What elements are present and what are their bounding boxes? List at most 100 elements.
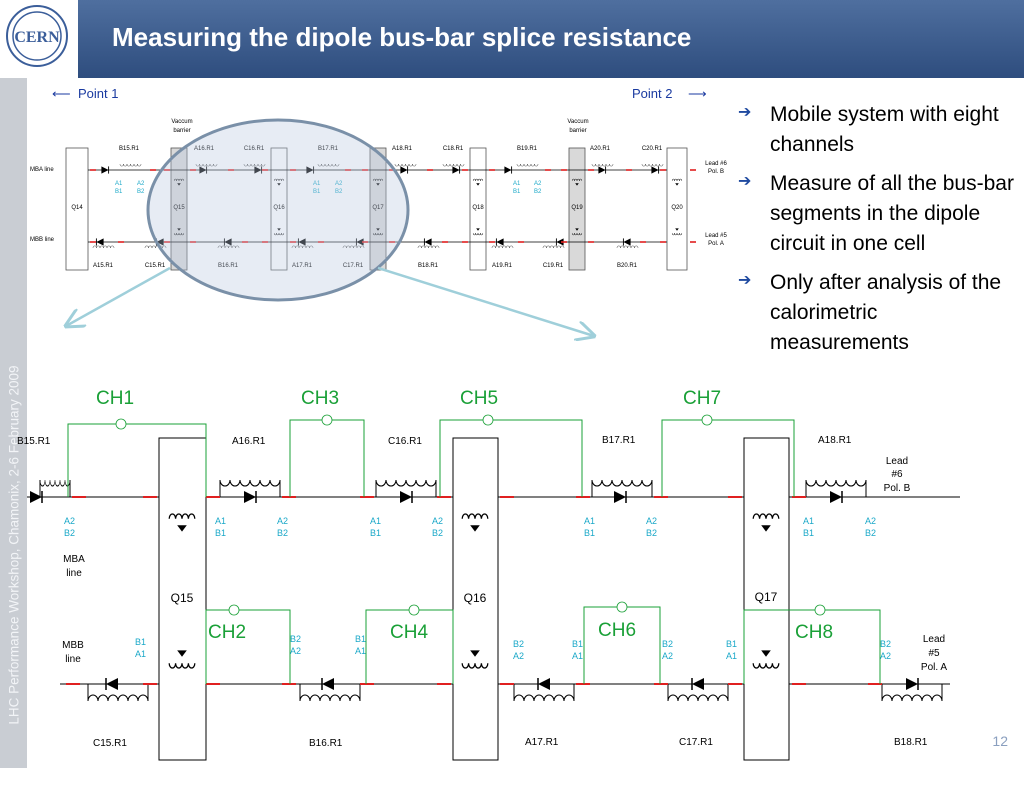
quad-box-q17-large: [743, 437, 790, 761]
top-mba-line-label: MBA line: [30, 167, 54, 173]
top-lead6-pol: Pol. B: [708, 169, 724, 175]
svg-text:#6: #6: [891, 469, 903, 480]
quad-box-q15-large: [158, 437, 207, 761]
svg-text:B2: B2: [432, 528, 443, 538]
svg-text:A1: A1: [355, 646, 366, 656]
svg-text:A2: A2: [277, 516, 288, 526]
channel-ch8: CH8: [795, 622, 833, 643]
svg-text:A2: A2: [335, 181, 343, 187]
quad-box-q16-large: [452, 437, 499, 761]
svg-text:B1: B1: [726, 639, 737, 649]
svg-text:A1: A1: [726, 651, 737, 661]
svg-text:A1: A1: [135, 649, 146, 659]
svg-text:Pol. A: Pol. A: [921, 662, 947, 673]
svg-text:B2: B2: [137, 189, 145, 195]
channel-ch1: CH1: [96, 388, 134, 409]
svg-text:A2: A2: [534, 181, 542, 187]
vaccum-barrier-label-1: Vaccum: [171, 119, 192, 125]
large-bot-label-c15: C15.R1: [93, 738, 127, 749]
channel-ch3: CH3: [301, 388, 339, 409]
circuit-diagram: ⟵ Point 1 Point 2 ⟶ Vaccum barrier Vaccu…: [17, 86, 960, 761]
channel-ch5: CH5: [460, 388, 498, 409]
top-small-diagram: ⟵ Point 1 Point 2 ⟶ Vaccum barrier Vaccu…: [30, 86, 728, 336]
header: CERN Measuring the dipole bus-bar splice…: [0, 0, 1024, 78]
bot-label-b18: B18.R1: [418, 263, 439, 269]
top-quad-q16: Q16: [273, 205, 285, 211]
large-top-label-a16: A16.R1: [232, 436, 266, 447]
quad-box-q19: [568, 147, 586, 271]
svg-text:B2: B2: [277, 528, 288, 538]
svg-text:A2: A2: [64, 516, 75, 526]
top-lead5-label: Lead #5: [705, 233, 727, 239]
point1-label: Point 1: [78, 86, 118, 101]
quad-box-q18: [469, 147, 487, 271]
bot-label-b20: B20.R1: [617, 263, 638, 269]
bullet-item: ➔ Mobile system with eight channels: [738, 100, 1018, 160]
bot-label-a19: A19.R1: [492, 263, 513, 269]
large-top-label-b15: B15.R1: [17, 436, 51, 447]
zoom-highlight-ellipse: [146, 118, 410, 302]
top-label-a18: A18.R1: [392, 146, 413, 152]
svg-text:B1: B1: [584, 528, 595, 538]
quad-box-q14: [65, 147, 89, 271]
svg-text:A1: A1: [584, 516, 595, 526]
point2-label: Point 2: [632, 86, 672, 101]
svg-text:B1: B1: [135, 637, 146, 647]
large-bot-label-b16: B16.R1: [309, 738, 343, 749]
svg-text:B2: B2: [662, 639, 673, 649]
svg-text:A1: A1: [115, 181, 123, 187]
channel-ch6: CH6: [598, 620, 636, 641]
bullet-item: ➔ Measure of all the bus-bar segments in…: [738, 169, 1018, 259]
bullet-list: ➔ Mobile system with eight channels ➔ Me…: [738, 100, 1018, 367]
svg-text:A1: A1: [803, 516, 814, 526]
svg-text:A2: A2: [880, 651, 891, 661]
bot-label-c17: C17.R1: [343, 263, 364, 269]
bottom-large-diagram: CH1 CH2 CH3 CH4 CH5 CH6 CH7 CH8 B15.R1 A…: [17, 388, 960, 761]
svg-text:line: line: [66, 568, 82, 579]
svg-text:B1: B1: [370, 528, 381, 538]
top-label-a20: A20.R1: [590, 146, 611, 152]
large-bot-label-c17: C17.R1: [679, 737, 713, 748]
channel-ch2: CH2: [208, 622, 246, 643]
zoom-arrow-right: [377, 266, 594, 336]
svg-text:B1: B1: [513, 189, 521, 195]
large-bot-label-a17: A17.R1: [525, 737, 559, 748]
svg-text:A1: A1: [370, 516, 381, 526]
top-quad-q19: Q19: [571, 205, 583, 211]
svg-text:B2: B2: [880, 639, 891, 649]
svg-text:B2: B2: [865, 528, 876, 538]
large-top-label-c16: C16.R1: [388, 436, 422, 447]
vaccum-barrier-label-2b: barrier: [569, 128, 586, 134]
svg-text:B1: B1: [215, 528, 226, 538]
svg-text:B1: B1: [115, 189, 123, 195]
bot-label-b16: B16.R1: [218, 263, 239, 269]
large-quad-q16: Q16: [464, 591, 487, 605]
bot-label-a15: A15.R1: [93, 263, 114, 269]
quad-box-q20: [666, 147, 688, 271]
arrow-right-icon: ➔: [738, 272, 752, 289]
svg-text:B2: B2: [335, 189, 343, 195]
svg-text:Pol. B: Pol. B: [884, 483, 911, 494]
large-lead6-label: Lead: [886, 456, 908, 467]
slide-title: Measuring the dipole bus-bar splice resi…: [112, 22, 692, 52]
arrow-right-icon: ➔: [738, 104, 752, 121]
top-label-b19: B19.R1: [517, 146, 538, 152]
top-quad-q17: Q17: [372, 205, 384, 211]
svg-text:B1: B1: [355, 634, 366, 644]
svg-text:B2: B2: [64, 528, 75, 538]
svg-text:A1: A1: [313, 181, 321, 187]
svg-text:B2: B2: [646, 528, 657, 538]
vaccum-barrier-label-1b: barrier: [173, 128, 190, 134]
top-label-b17: B17.R1: [318, 146, 339, 152]
svg-text:B2: B2: [513, 639, 524, 649]
svg-text:A1: A1: [215, 516, 226, 526]
cern-logo: CERN: [0, 0, 78, 78]
svg-text:B2: B2: [290, 634, 301, 644]
bot-label-c15: C15.R1: [145, 263, 166, 269]
channel-ch7: CH7: [683, 388, 721, 409]
arrow-right-icon: ➔: [738, 173, 752, 190]
svg-text:A2: A2: [290, 646, 301, 656]
svg-text:B2: B2: [534, 189, 542, 195]
svg-text:B1: B1: [313, 189, 321, 195]
top-label-c18: C18.R1: [443, 146, 464, 152]
